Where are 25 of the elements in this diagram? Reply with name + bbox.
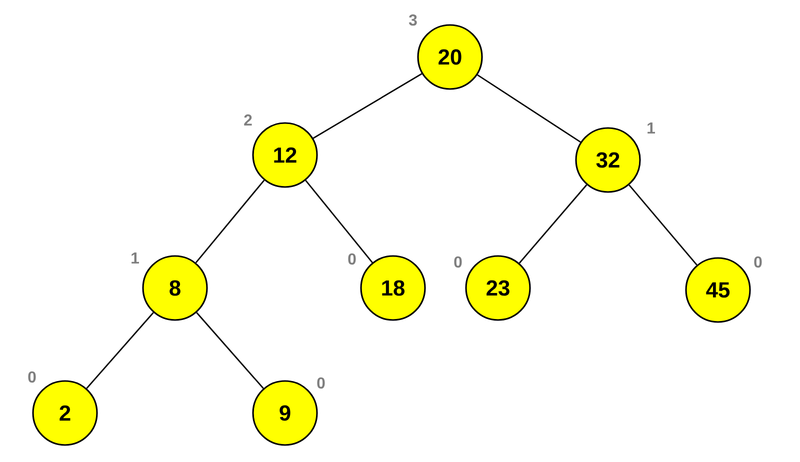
tree-node: 9: [252, 380, 318, 446]
tree-node: 20: [417, 24, 483, 90]
tree-edge: [196, 312, 264, 389]
tree-node: 8: [142, 255, 208, 321]
tree-edge: [86, 312, 154, 389]
tree-edge: [477, 74, 581, 143]
height-label: 0: [454, 256, 462, 268]
tree-node: 12: [252, 122, 318, 188]
tree-node: 23: [465, 255, 531, 321]
height-label: 1: [648, 122, 655, 134]
tree-node: 18: [360, 255, 426, 321]
tree-node: 45: [685, 257, 751, 323]
tree-edge: [195, 180, 265, 264]
height-label: 3: [408, 14, 417, 26]
tree-edge: [312, 73, 422, 139]
height-label: 0: [348, 253, 356, 265]
height-label: 0: [754, 256, 762, 268]
tree-edge: [305, 180, 373, 263]
height-label: 1: [132, 252, 139, 264]
height-label: 0: [28, 371, 36, 383]
tree-node: 32: [575, 127, 641, 193]
tree-edge: [628, 184, 698, 266]
tree-edge: [518, 184, 588, 264]
height-label: 0: [317, 377, 325, 389]
height-label: 2: [244, 114, 252, 126]
